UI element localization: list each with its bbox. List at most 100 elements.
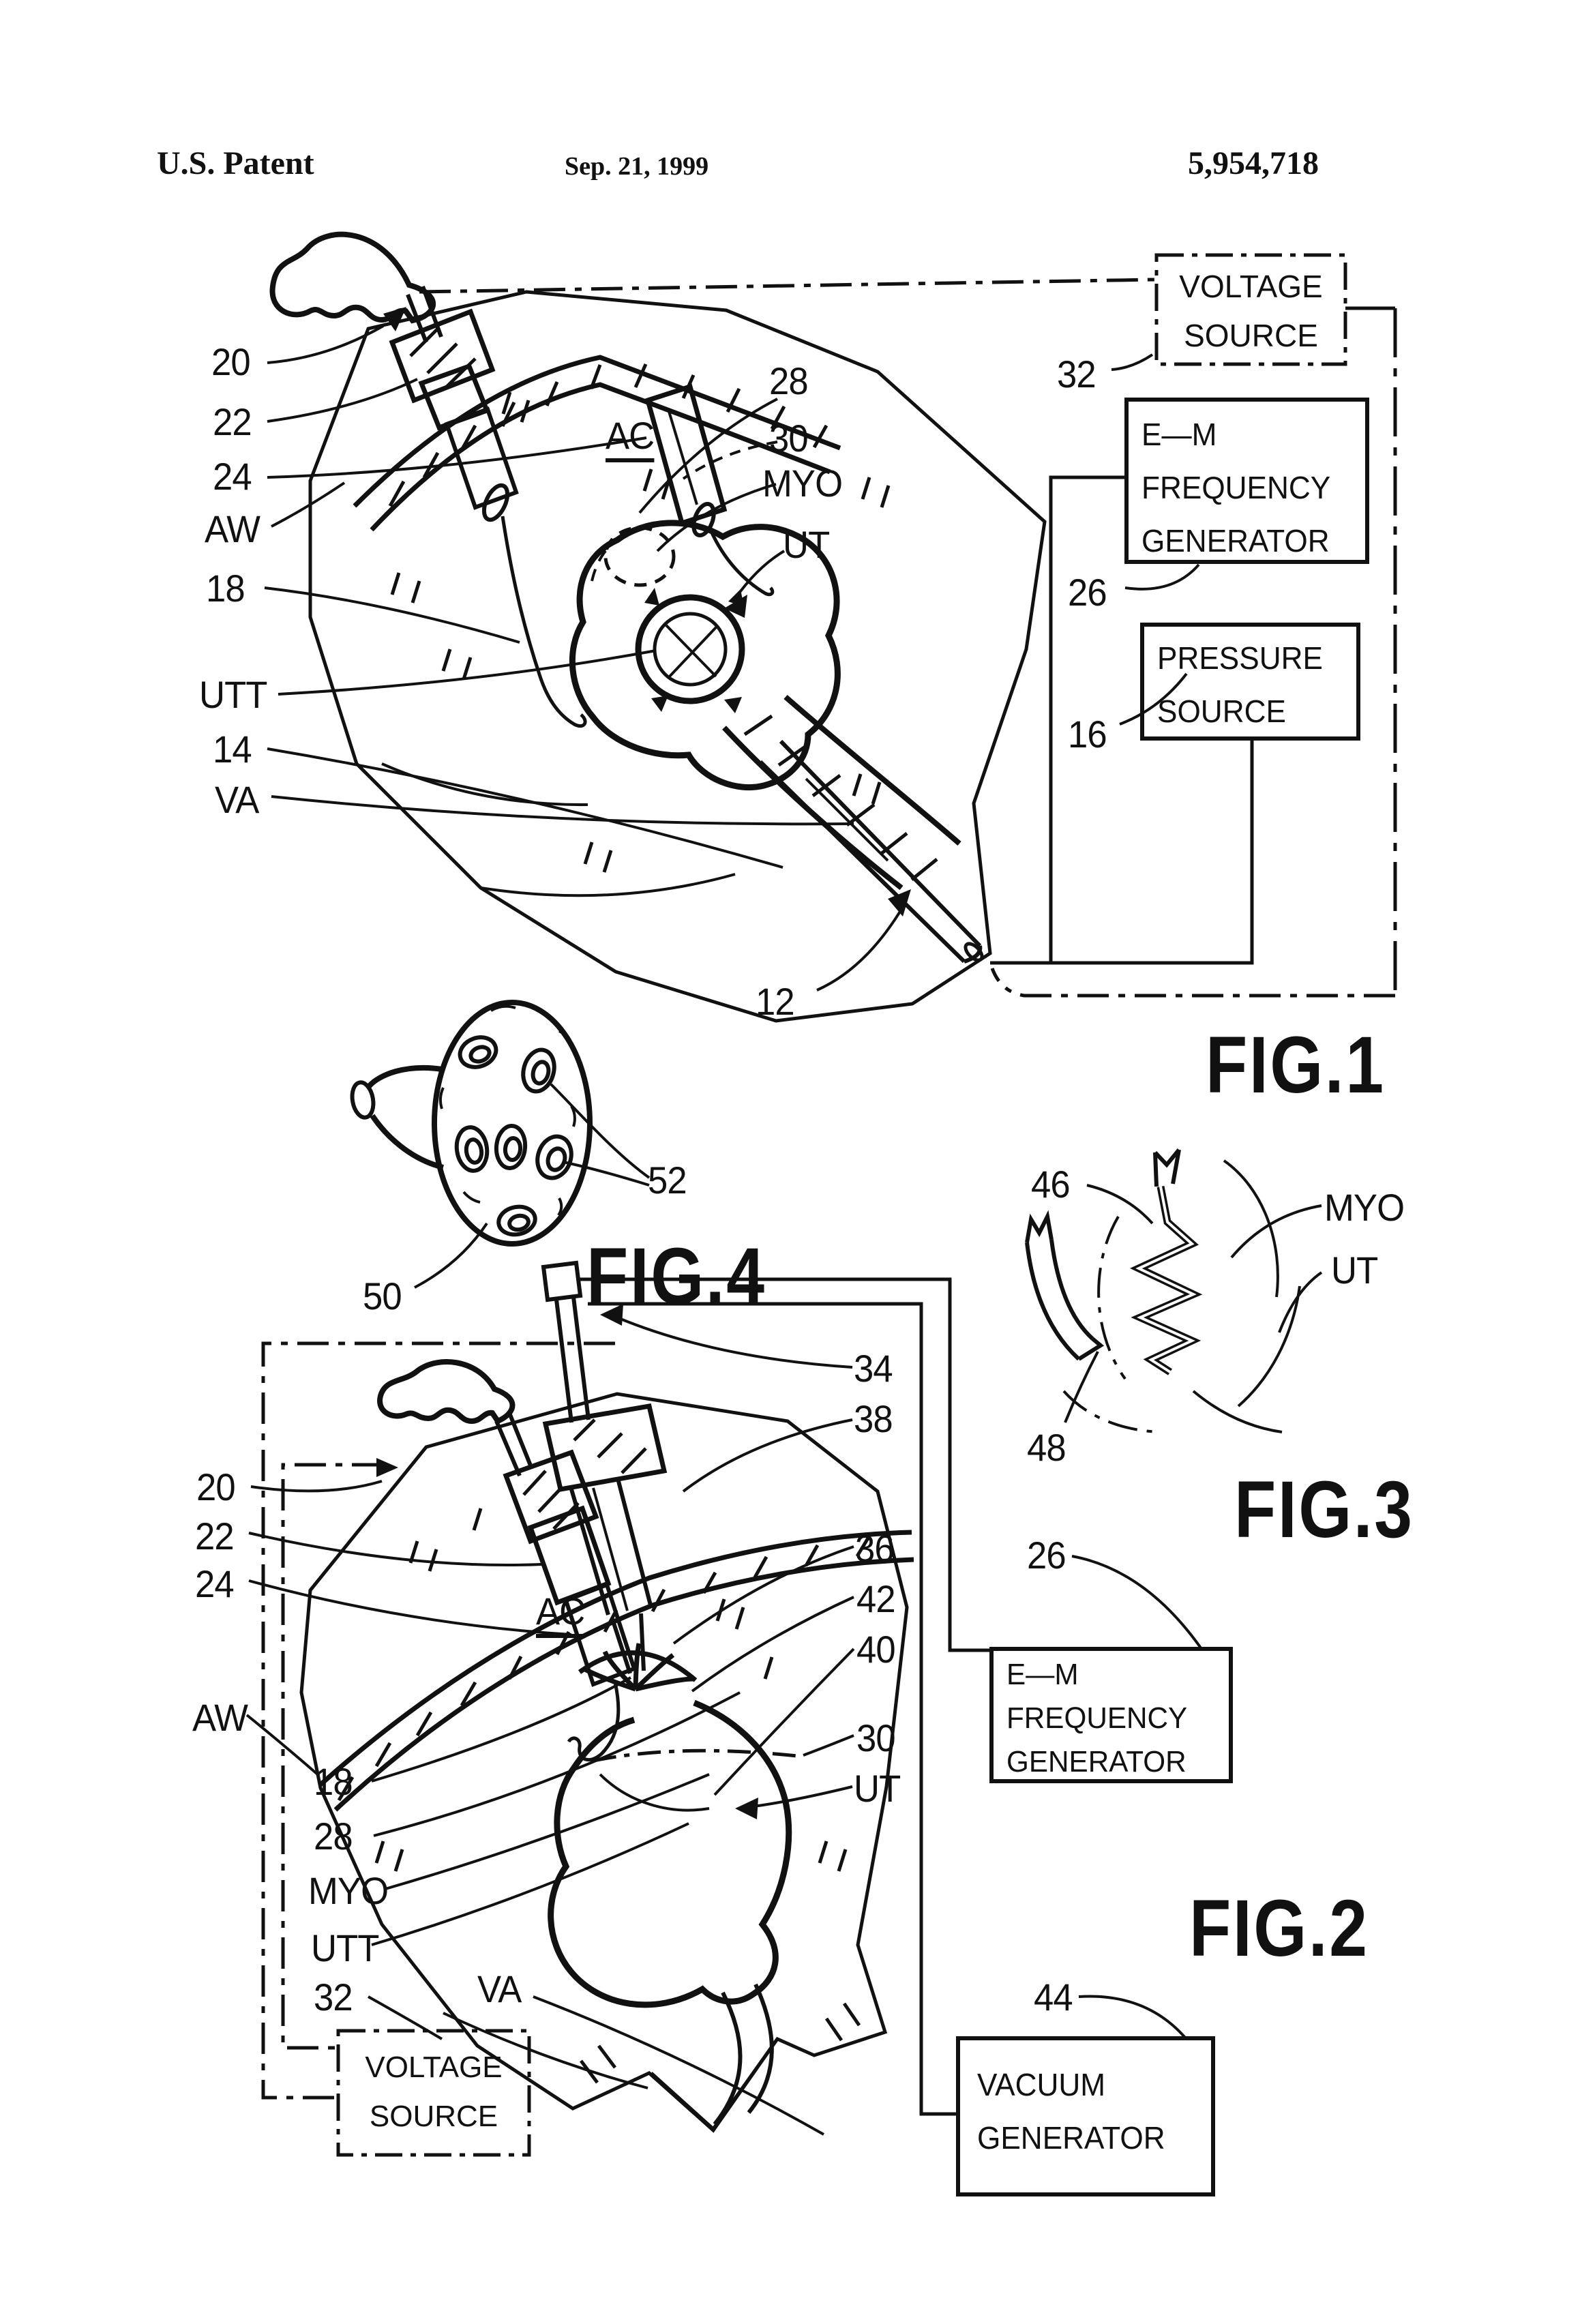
fig3-drawing [1025, 1148, 1323, 1433]
arrow-ut [724, 595, 747, 618]
patent-title: U.S. Patent [157, 145, 314, 181]
fig1-ref-ut: UT [783, 523, 830, 566]
fig1-tissue-outline [308, 290, 1047, 1023]
fig2-ref-38: 38 [854, 1397, 893, 1440]
fig2-abdominal-wall [318, 1530, 914, 1812]
fig4-ref-52: 52 [648, 1159, 687, 1202]
fig1-ref-28: 28 [769, 359, 809, 402]
clamp-cannula [444, 406, 519, 510]
vacuum-generator-label: VACUUM GENERATOR [977, 2067, 1165, 2156]
voltage-source-box-2 [336, 2029, 531, 2157]
voltage-source-label-2: VOLTAGE SOURCE [365, 2051, 503, 2133]
fig1-port-24 [644, 383, 775, 597]
clamp-barrel [389, 308, 496, 404]
fig3-blade [1025, 1210, 1105, 1361]
fig1-ref-12: 12 [756, 980, 795, 1023]
clamp-handle [269, 231, 436, 324]
fig2-ref-va: VA [477, 1967, 522, 2010]
fig4-holes [454, 1035, 573, 1237]
fig1-ref-va: VA [215, 778, 259, 821]
uterus-outline [569, 520, 841, 791]
pressure-source-box [1140, 623, 1360, 741]
fig1-ref-14: 14 [213, 728, 252, 771]
fig3-caption: FIG.3 [1234, 1465, 1414, 1555]
fig1-drawing [264, 231, 1397, 1023]
electrode-18 [501, 516, 587, 728]
fig2-tissue-dashes [374, 1508, 861, 2084]
voltage-source-box [1154, 253, 1347, 366]
fig2-drawing [245, 1260, 1233, 2196]
catheter-tube [779, 739, 982, 948]
voltage-source-label: VOLTAGE SOURCE [1179, 269, 1323, 353]
em-frequency-generator-box [1124, 398, 1369, 564]
fig1-ref-32: 32 [1057, 353, 1096, 396]
patent-date: Sep. 21, 1999 [565, 152, 709, 181]
fig2-ref-42: 42 [856, 1577, 896, 1620]
fig4-surface-marks [438, 1004, 576, 1217]
fig4-leaders [414, 1083, 651, 1289]
fig2-ref-34: 34 [854, 1347, 893, 1390]
fig1-tissue-dashes [390, 391, 891, 873]
fig2-leaders [245, 1316, 1203, 2136]
arrow-20 [383, 307, 406, 331]
fig2-caption: FIG.2 [1189, 1883, 1369, 1973]
fig3-tissue-arcs [1062, 1159, 1301, 1433]
fig1-ref-22: 22 [213, 400, 252, 443]
fig3-ref-46: 46 [1031, 1163, 1071, 1206]
fig2-ref-28: 28 [314, 1815, 353, 1858]
fig2-ref-40: 40 [856, 1628, 896, 1671]
fig1-ref-30: 30 [769, 417, 809, 460]
fig1-ref-aw: AW [205, 507, 260, 550]
fig3-leaders [1064, 1184, 1323, 1423]
fig2-ref-22: 22 [195, 1515, 235, 1558]
fig3-ref-ut: UT [1331, 1249, 1378, 1292]
fig1-system-lines [419, 278, 1397, 998]
fig1-ref-utt: UTT [199, 673, 267, 716]
arrow-voltage-wire [376, 1458, 398, 1477]
fig2-ref-32: 32 [314, 1976, 353, 2018]
fig1-leaders [264, 325, 1200, 992]
fig2-arrowheads [376, 1304, 758, 1819]
fig4-drawing [350, 1000, 651, 1289]
fig1-ref-24: 24 [213, 455, 252, 498]
fig2-tissue-outline [299, 1392, 909, 2133]
fig2-system-lines [261, 1277, 990, 2116]
fig3-corkscrew [1130, 1148, 1203, 1375]
fig2-ref-utt: UTT [311, 1926, 379, 1969]
fig1-arrowheads [383, 307, 911, 917]
fig1-ref-26: 26 [1068, 571, 1107, 614]
em-generator-label: E—M FREQUENCY GENERATOR [1141, 417, 1331, 558]
fig2-ref-44: 44 [1034, 1976, 1073, 2018]
vacuum-generator-box [956, 2036, 1215, 2196]
fig1-ref-16: 16 [1068, 713, 1107, 756]
em-frequency-generator-box-2 [989, 1647, 1233, 1783]
arrow-12 [888, 889, 911, 917]
fig2-ref-24: 24 [195, 1562, 235, 1605]
fig2-ref-26: 26 [1027, 1534, 1066, 1577]
fig3-ref-myo: MYO [1324, 1186, 1405, 1229]
fig2-ref-30: 30 [856, 1716, 896, 1759]
fig4-stem-tip [350, 1080, 376, 1120]
fig2-ref-18: 18 [314, 1760, 353, 1803]
fig2-wire-30 [593, 1748, 804, 1763]
fig1-caption: FIG.1 [1206, 1020, 1386, 1110]
fig2-ref-ac: AC [536, 1590, 585, 1638]
fig1-clamp-device [269, 231, 587, 728]
fig4-ref-50: 50 [363, 1275, 402, 1317]
fig2-umbrella-tines [578, 1643, 698, 1692]
fig2-needle-device [541, 1260, 668, 1674]
fig3-ref-48: 48 [1027, 1426, 1066, 1469]
fig1-uterus [569, 520, 841, 791]
fig2-ref-aw: AW [192, 1696, 248, 1739]
fig1-vagina-catheter [722, 694, 984, 964]
em-generator-label-2: E—M FREQUENCY GENERATOR [1006, 1658, 1188, 1778]
fig2-uterus [548, 1699, 792, 2130]
fig2-ref-36: 36 [855, 1527, 895, 1570]
fig2-ref-20: 20 [196, 1465, 236, 1508]
fig1-ref-20: 20 [211, 340, 251, 383]
fig1-ref-ac: AC [606, 414, 655, 462]
arrow-34 [600, 1304, 623, 1326]
arrow-ut2 [735, 1798, 758, 1819]
fig1-ref-18: 18 [206, 567, 245, 610]
